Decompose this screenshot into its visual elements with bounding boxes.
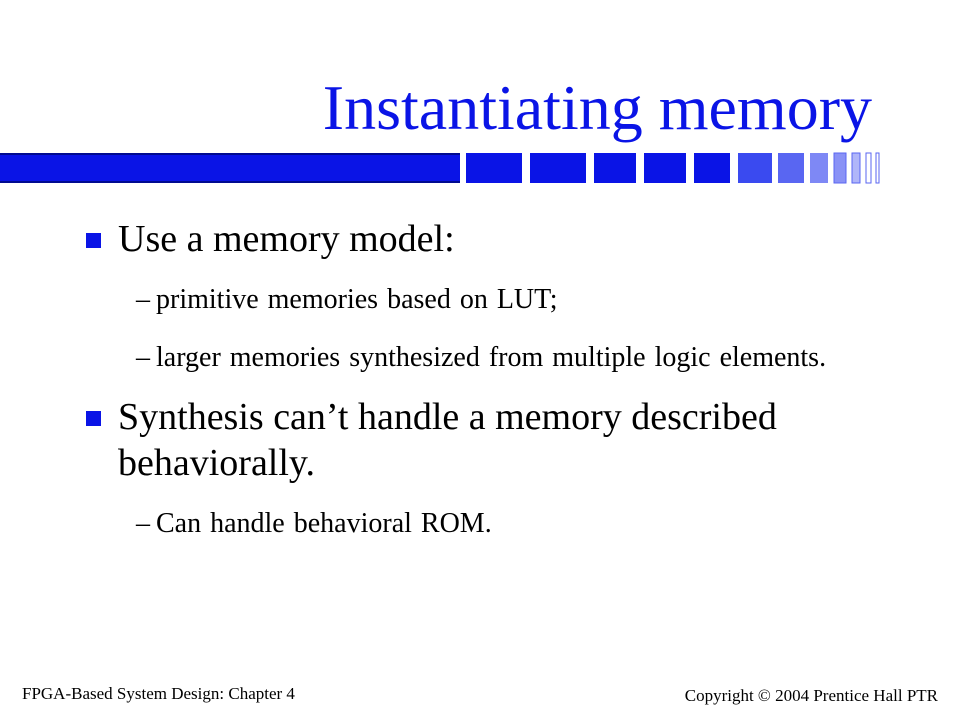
dash-marker: –: [136, 508, 150, 539]
slide-content: Use a memory model: – primitive memories…: [86, 216, 886, 542]
slide-title: Instantiating memory: [322, 72, 872, 143]
bullet-text: Synthesis can’t handle a memory describe…: [118, 396, 777, 484]
sub-item-text: primitive memories based on LUT;: [156, 284, 558, 315]
title-decoration-bar: [0, 150, 960, 186]
dash-marker: –: [136, 284, 150, 315]
square-bullet-icon: [86, 411, 101, 426]
square-bullet-icon: [86, 233, 101, 248]
sub-item-text: larger memories synthesized from multipl…: [156, 342, 827, 373]
bullet-item: Synthesis can’t handle a memory describe…: [86, 394, 886, 486]
bullet-item: Use a memory model:: [86, 216, 886, 262]
bullet-text: Use a memory model:: [118, 218, 455, 260]
sub-item-text: Can handle behavioral ROM.: [156, 508, 492, 539]
dash-marker: –: [136, 342, 150, 373]
sub-item: – larger memories synthesized from multi…: [86, 340, 886, 376]
sub-item: – primitive memories based on LUT;: [86, 282, 886, 318]
footer-copyright: Copyright © 2004 Prentice Hall PTR: [684, 686, 938, 705]
sub-item: – Can handle behavioral ROM.: [86, 506, 886, 542]
footer-chapter-label: FPGA-Based System Design: Chapter 4: [22, 684, 295, 703]
